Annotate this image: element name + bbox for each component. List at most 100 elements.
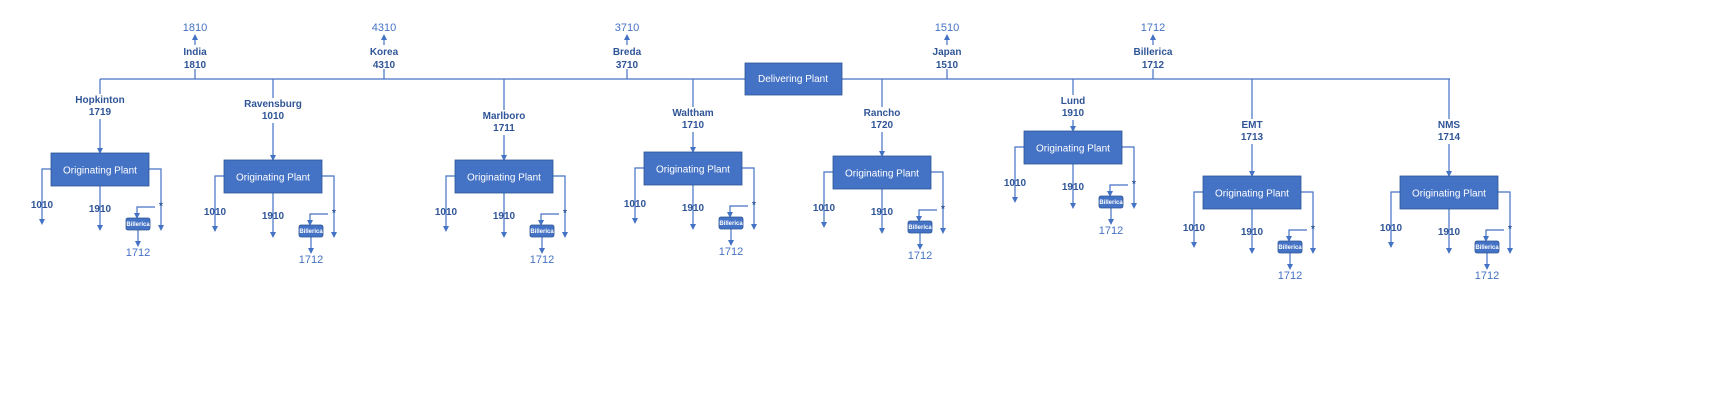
top-plant-code: 3710: [616, 60, 639, 71]
left-branch-arrow: [1012, 146, 1024, 203]
top-plant-value: 4310: [372, 22, 396, 34]
top-plant-value: 1510: [935, 22, 959, 34]
left-branch-arrow: [632, 167, 644, 224]
originating-plant-code: 1720: [871, 120, 894, 131]
billerica-small-box: [907, 220, 933, 234]
originating-plant-box: [1202, 175, 1302, 210]
top-plant-name: Breda: [613, 47, 642, 58]
right-branch-arrow: [149, 168, 164, 231]
small-box-feed-arrow: [307, 213, 328, 226]
originating-plant-label: Originating Plant: [1036, 144, 1110, 155]
billerica-value: 1712: [908, 250, 932, 262]
star-label: *: [941, 204, 945, 215]
billerica-small-box: [1277, 240, 1303, 254]
left-branch-label: 1010: [1004, 178, 1027, 189]
star-label: *: [159, 201, 163, 212]
delivering-plant-label: Delivering Plant: [758, 74, 828, 85]
top-plant-name: Billerica: [1134, 47, 1173, 58]
middle-branch-label: 1910: [493, 211, 516, 222]
billerica-value: 1712: [1099, 225, 1123, 237]
billerica-small-label: Billerica: [299, 229, 323, 235]
left-branch-label: 1010: [813, 203, 836, 214]
billerica-small-label: Billerica: [126, 222, 150, 228]
originating-plant-label: Originating Plant: [1412, 189, 1486, 200]
small-box-feed-arrow: [916, 209, 937, 222]
middle-branch-label: 1910: [682, 203, 705, 214]
billerica-value: 1712: [299, 254, 323, 266]
billerica-small-box: [529, 224, 555, 238]
originating-plant-code: 1711: [493, 123, 515, 134]
left-branch-label: 1010: [624, 199, 647, 210]
originating-plant-box: [223, 159, 323, 194]
left-branch-label: 1010: [1380, 223, 1403, 234]
delivering-plant-box: [744, 62, 843, 96]
originating-plant-label: Originating Plant: [656, 165, 730, 176]
billerica-value: 1712: [1278, 270, 1302, 282]
top-plant-name: Japan: [933, 47, 962, 58]
left-branch-label: 1010: [204, 207, 227, 218]
originating-plant-name: EMT: [1241, 120, 1262, 131]
billerica-value: 1712: [126, 247, 150, 259]
right-branch-arrow: [322, 175, 337, 238]
billerica-small-label: Billerica: [1278, 245, 1302, 251]
star-label: *: [1132, 179, 1136, 190]
originating-plant-box: [454, 159, 554, 194]
top-plant-code: 1810: [184, 60, 207, 71]
left-branch-label: 1010: [435, 207, 458, 218]
originating-plant-box: [832, 155, 932, 190]
star-label: *: [752, 200, 756, 211]
billerica-small-label: Billerica: [1475, 245, 1499, 251]
originating-plant-name: Waltham: [672, 108, 713, 119]
middle-branch-label: 1910: [89, 204, 112, 215]
originating-plant-name: Rancho: [864, 108, 901, 119]
originating-plant-label: Originating Plant: [63, 166, 137, 177]
right-branch-arrow: [1301, 191, 1316, 254]
billerica-small-box: [1098, 195, 1124, 209]
star-label: *: [1311, 224, 1315, 235]
billerica-small-label: Billerica: [719, 221, 743, 227]
star-label: *: [332, 208, 336, 219]
top-plant-name: Korea: [370, 47, 399, 58]
top-plant-value: 1712: [1141, 22, 1165, 34]
star-label: *: [563, 208, 567, 219]
top-plant-code: 1510: [936, 60, 959, 71]
billerica-small-box: [1474, 240, 1500, 254]
top-plant-code: 4310: [373, 60, 396, 71]
small-box-feed-arrow: [538, 213, 559, 226]
originating-plant-label: Originating Plant: [236, 173, 310, 184]
originating-plant-code: 1714: [1438, 132, 1461, 143]
originating-plant-code: 1910: [1062, 108, 1085, 119]
billerica-value: 1712: [1475, 270, 1499, 282]
left-branch-label: 1010: [31, 200, 54, 211]
top-plant-value: 3710: [615, 22, 639, 34]
originating-plant-name: Ravensburg: [244, 99, 302, 110]
originating-plant-code: 1710: [682, 120, 705, 131]
middle-branch-label: 1910: [262, 211, 285, 222]
left-branch-arrow: [821, 171, 833, 228]
left-branch-arrow: [212, 175, 224, 232]
billerica-value: 1712: [530, 254, 554, 266]
right-branch-arrow: [1122, 146, 1137, 209]
originating-plant-code: 1010: [262, 111, 285, 122]
originating-plant-name: Hopkinton: [75, 95, 124, 106]
small-box-feed-arrow: [1286, 229, 1307, 242]
originating-plant-box: [1399, 175, 1499, 210]
originating-plant-name: Marlboro: [483, 111, 526, 122]
left-branch-arrow: [1191, 191, 1203, 248]
top-plant-value: 1810: [183, 22, 207, 34]
left-branch-arrow: [39, 168, 51, 225]
billerica-small-label: Billerica: [530, 229, 554, 235]
small-box-feed-arrow: [134, 206, 155, 219]
originating-plant-label: Originating Plant: [1215, 189, 1289, 200]
originating-plant-box: [643, 151, 743, 186]
right-branch-arrow: [742, 167, 757, 230]
star-label: *: [1508, 224, 1512, 235]
originating-plant-name: Lund: [1061, 96, 1085, 107]
originating-plant-name: NMS: [1438, 120, 1461, 131]
small-box-feed-arrow: [1107, 184, 1128, 197]
small-box-feed-arrow: [1483, 229, 1504, 242]
middle-branch-label: 1910: [1438, 227, 1461, 238]
right-branch-arrow: [931, 171, 946, 234]
billerica-small-box: [125, 217, 151, 231]
